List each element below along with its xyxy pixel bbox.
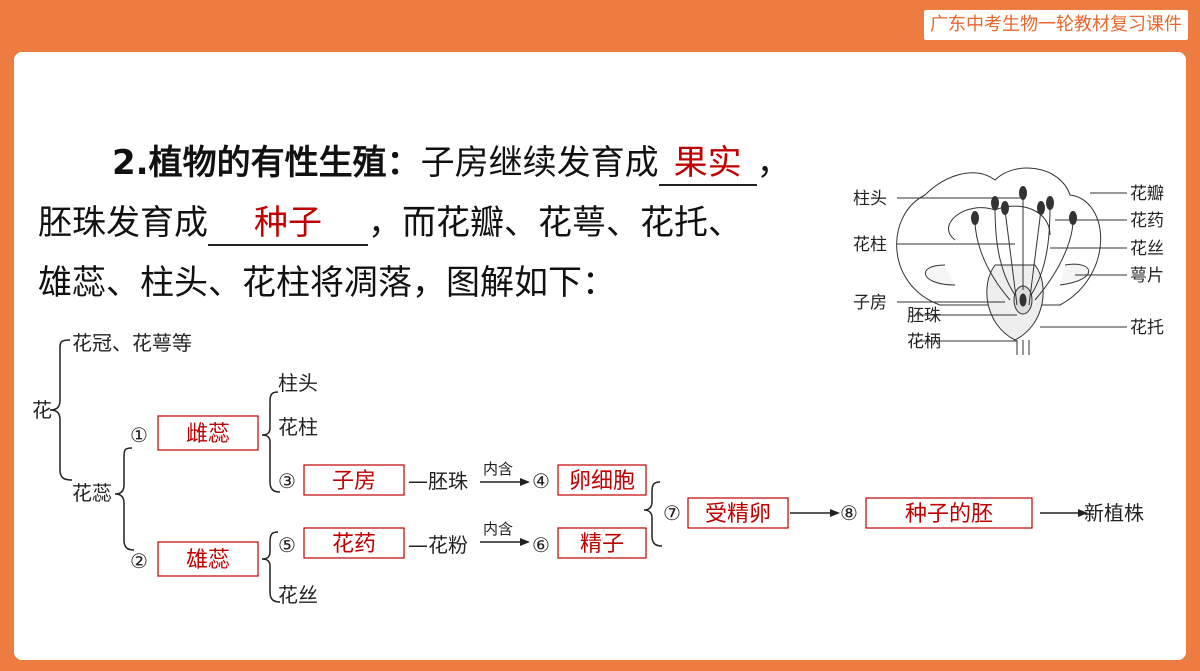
intro-line-3: 雄蕊、柱头、花柱将凋落，图解如下： — [38, 263, 616, 303]
label-petal: 花瓣 — [1130, 184, 1164, 204]
flow-filament: 花丝 — [278, 583, 318, 607]
embryo-box — [865, 497, 1033, 529]
num-6: ⑥ — [532, 533, 550, 557]
answer-embryo: 种子的胚 — [905, 502, 993, 527]
sentence1-pre: 子房继续发育成 — [420, 143, 659, 183]
intro-line-1: 2.植物的有性生殖：子房继续发育成果实 ， — [112, 135, 791, 186]
section-heading: 2.植物的有性生殖： — [112, 143, 421, 183]
num-3: ③ — [278, 469, 296, 493]
answer-ovary: 子房 — [332, 469, 376, 494]
flow-top-branch: 花冠、花萼等 — [72, 331, 192, 355]
num-8: ⑧ — [840, 501, 858, 525]
label-pedicel: 花柄 — [907, 332, 941, 352]
label-ovule: 胚珠 — [907, 306, 941, 326]
answer-zygote: 受精卵 — [705, 502, 771, 527]
sperm-box — [557, 527, 647, 559]
flow-stamen-pistil: 花蕊 — [72, 481, 112, 505]
egg-box — [557, 464, 647, 496]
answer-pistil: 雌蕊 — [186, 422, 230, 447]
flow-contains-2: 内含 — [483, 520, 513, 538]
stamen-box — [157, 541, 259, 577]
label-style: 花柱 — [853, 235, 887, 255]
flow-style: 花柱 — [278, 415, 318, 439]
label-receptacle: 花托 — [1130, 318, 1164, 338]
flow-contains-1: 内含 — [483, 460, 513, 478]
answer-egg: 卵细胞 — [569, 469, 635, 494]
intro-line-2: 胚珠发育成 种子 ，而花瓣、花萼、花托、 — [38, 195, 742, 246]
num-7: ⑦ — [663, 501, 681, 525]
sentence2-post: ，而花瓣、花萼、花托、 — [368, 203, 742, 243]
flow-root: 花 — [32, 398, 52, 422]
label-sepal: 萼片 — [1130, 266, 1164, 286]
answer-blank-2: 种子 — [208, 195, 368, 246]
flow-new-plant: 新植株 — [1084, 501, 1144, 525]
label-stigma: 柱头 — [853, 189, 887, 209]
answer-stamen: 雄蕊 — [186, 548, 230, 573]
sentence2-pre: 胚珠发育成 — [38, 203, 208, 243]
num-2: ② — [130, 549, 148, 573]
label-filament: 花丝 — [1130, 239, 1164, 259]
flow-ovule-text: —胚珠 — [408, 469, 468, 493]
flow-stigma: 柱头 — [278, 371, 318, 395]
ovary-box — [303, 464, 405, 496]
num-4: ④ — [532, 469, 550, 493]
flow-pollen-text: —花粉 — [408, 533, 468, 557]
answer-1: 果实 — [673, 143, 742, 183]
pistil-box — [157, 415, 259, 451]
num-5: ⑤ — [278, 533, 296, 557]
answer-sperm: 精子 — [580, 532, 624, 557]
num-1: ① — [130, 423, 148, 447]
label-ovary: 子房 — [853, 293, 887, 313]
zygote-box — [687, 497, 789, 529]
course-tag: 广东中考生物一轮教材复习课件 — [924, 10, 1188, 40]
answer-2: 种子 — [254, 203, 322, 243]
sentence1-post: ， — [756, 143, 791, 183]
flower-diagram: 柱头 花柱 子房 胚珠 花柄 花瓣 花药 花丝 萼片 花托 — [853, 167, 1164, 355]
anther-box — [303, 527, 405, 559]
answer-anther: 花药 — [332, 532, 376, 557]
answer-blank-1: 果实 — [658, 135, 757, 186]
reproduction-flowchart: 花 花冠、花萼等 花蕊 ① 柱头 花柱 ③ —胚珠 ④ ⑦ ⑧ 新植株 ② ⑤ … — [32, 331, 1144, 607]
label-anther: 花药 — [1130, 211, 1164, 231]
